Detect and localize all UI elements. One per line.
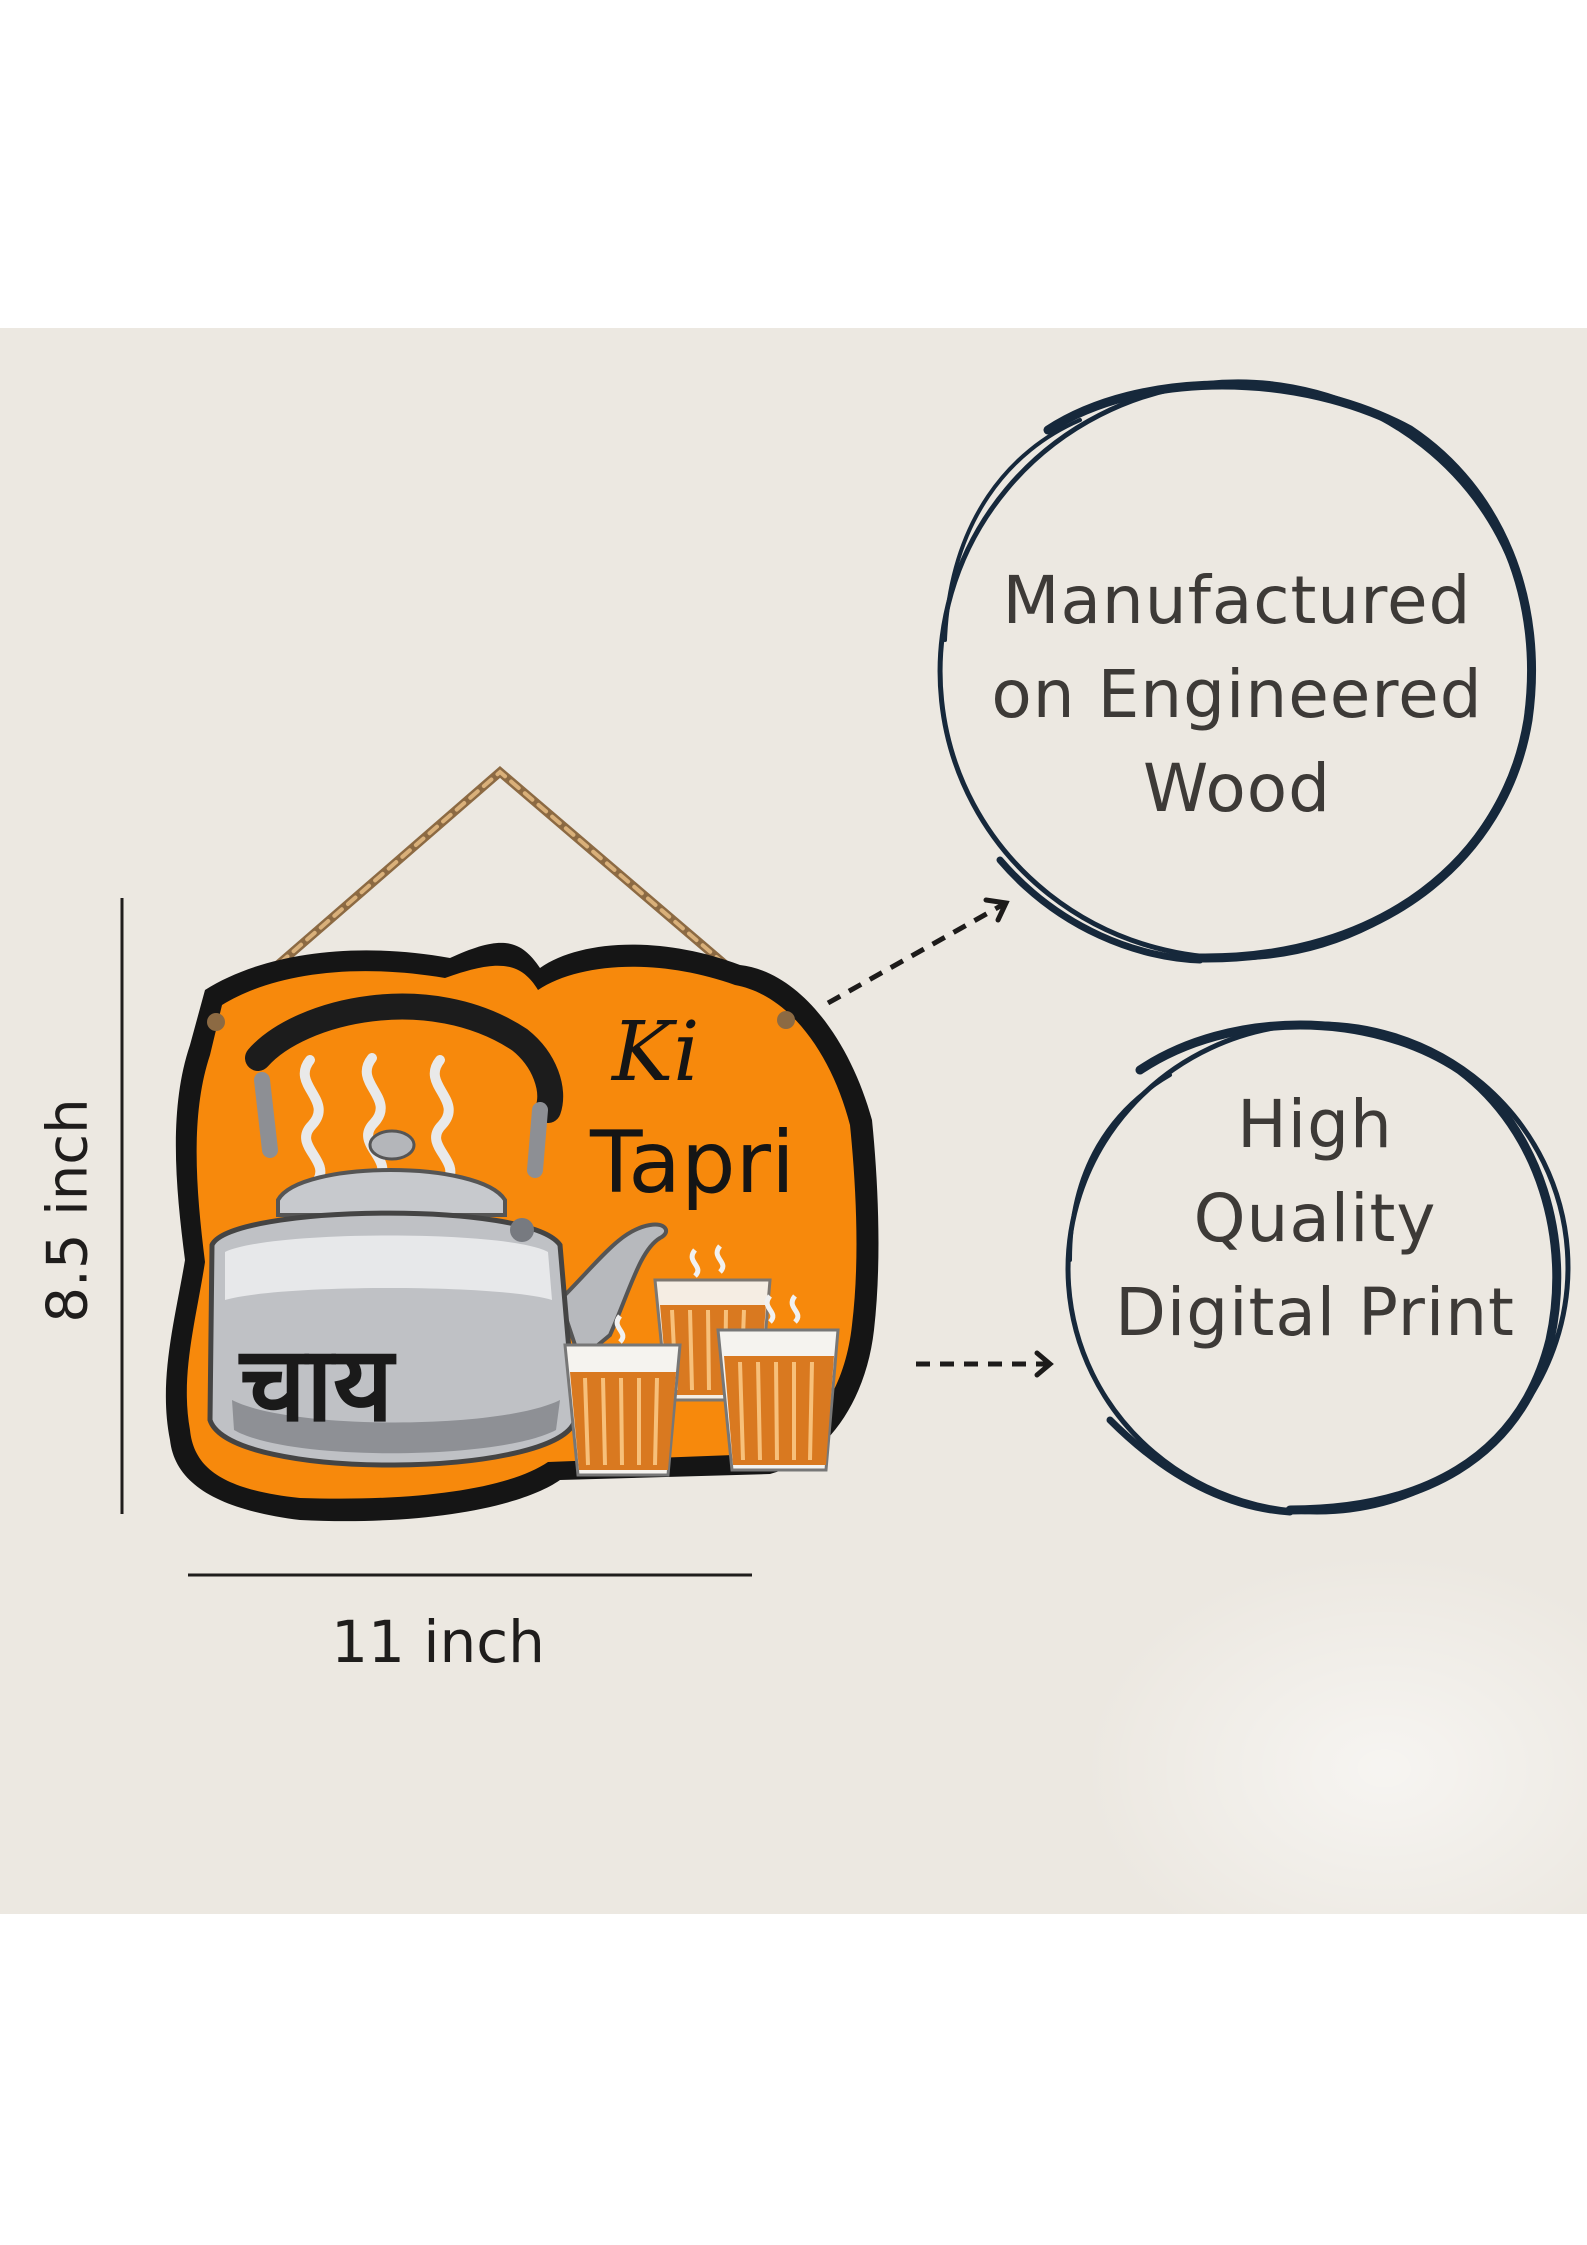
wood-feature-circle	[937, 379, 1536, 964]
background-light-glow	[1080, 1550, 1587, 1914]
tea-glasses	[563, 1244, 840, 1477]
print-feature-line-3: Digital Print	[1115, 1274, 1515, 1351]
sign-text-hindi: चाय	[238, 1323, 397, 1445]
sign-text-tapri: Tapri	[589, 1113, 795, 1213]
print-feature-line-2: Quality	[1193, 1180, 1437, 1257]
wood-feature-text: Manufactured on Engineered Wood	[962, 554, 1512, 836]
print-feature-circle	[1065, 1020, 1571, 1516]
arrow-to-print-feature	[916, 1350, 1054, 1378]
print-feature-line-1: High	[1237, 1086, 1393, 1163]
arrow-to-wood-feature	[826, 897, 1010, 1006]
hanging-rope	[207, 766, 795, 1027]
sign-text-ki: Ki	[610, 1005, 700, 1100]
wood-feature-line-3: Wood	[1142, 750, 1332, 827]
height-label: 8.5 inch	[35, 1098, 101, 1323]
wood-feature-line-1: Manufactured	[1002, 562, 1472, 639]
width-label: 11 inch	[331, 1608, 545, 1676]
print-feature-text: High Quality Digital Print	[1080, 1078, 1550, 1360]
wood-feature-line-2: on Engineered	[991, 656, 1483, 733]
